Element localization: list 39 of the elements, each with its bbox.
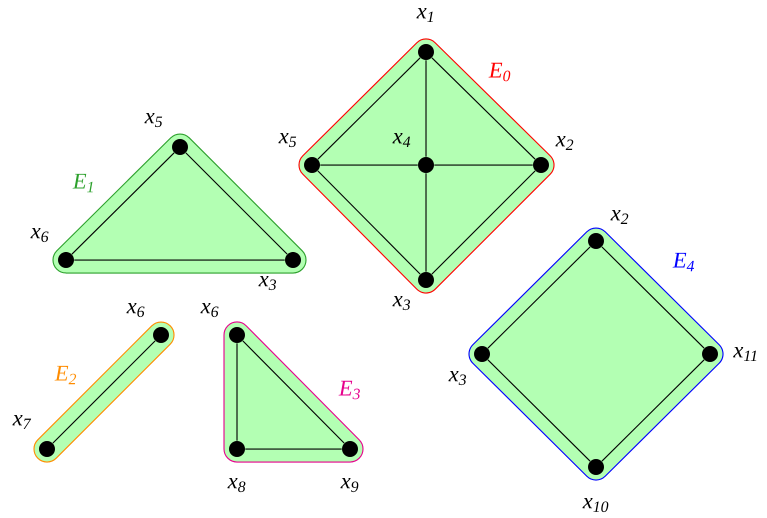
edge-line	[74, 259, 285, 261]
vertex-label: x$_{5}$	[278, 132, 296, 148]
vertex-label: x$_{5}$	[144, 112, 162, 128]
edge-line	[236, 343, 238, 441]
edge-line	[431, 170, 536, 275]
vertex-label: x$_{11}$	[733, 347, 756, 361]
vertex-label: x$_{3}$	[258, 276, 276, 290]
edge-line	[317, 170, 421, 275]
edge-line	[488, 359, 591, 462]
edge-line	[318, 57, 421, 160]
edge-line	[242, 340, 345, 444]
vertex-label: x$_{2}$	[610, 210, 628, 224]
vertex-label: x$_{10}$	[582, 498, 608, 512]
edge-line	[602, 359, 705, 462]
hyperedge-region: E$_{3}$	[223, 321, 364, 463]
vertex-label: x$_{6}$	[200, 302, 219, 318]
edge-line	[185, 152, 288, 255]
vertex-label: x$_{3}$	[448, 370, 466, 386]
edge-line	[320, 164, 418, 166]
edge-line	[425, 173, 427, 272]
edge-line	[245, 448, 342, 450]
edge-line	[602, 246, 705, 349]
vertex-label: x$_{7}$	[12, 415, 32, 429]
edge-line	[434, 164, 533, 166]
vertex-label: x$_{6}$	[30, 228, 49, 242]
edge-line	[52, 340, 156, 444]
edge-line	[425, 60, 427, 157]
vertex-label: x$_{6}$	[126, 302, 145, 318]
edge-line	[432, 57, 536, 160]
hyperedge-region: E$_{2}$	[33, 321, 175, 463]
hyperedge-region: E$_{4}$	[468, 227, 724, 481]
vertex-label: x$_{2}$	[555, 136, 574, 150]
edge-line	[488, 246, 591, 349]
vertex-label: x$_{1}$	[416, 8, 433, 22]
vertex-label: x$_{8}$	[227, 478, 246, 492]
edge-line	[72, 152, 175, 255]
vertex-label: x$_{3}$	[392, 296, 410, 310]
vertex-label: x$_{4}$	[392, 133, 410, 147]
vertex-label: x$_{9}$	[340, 478, 358, 492]
